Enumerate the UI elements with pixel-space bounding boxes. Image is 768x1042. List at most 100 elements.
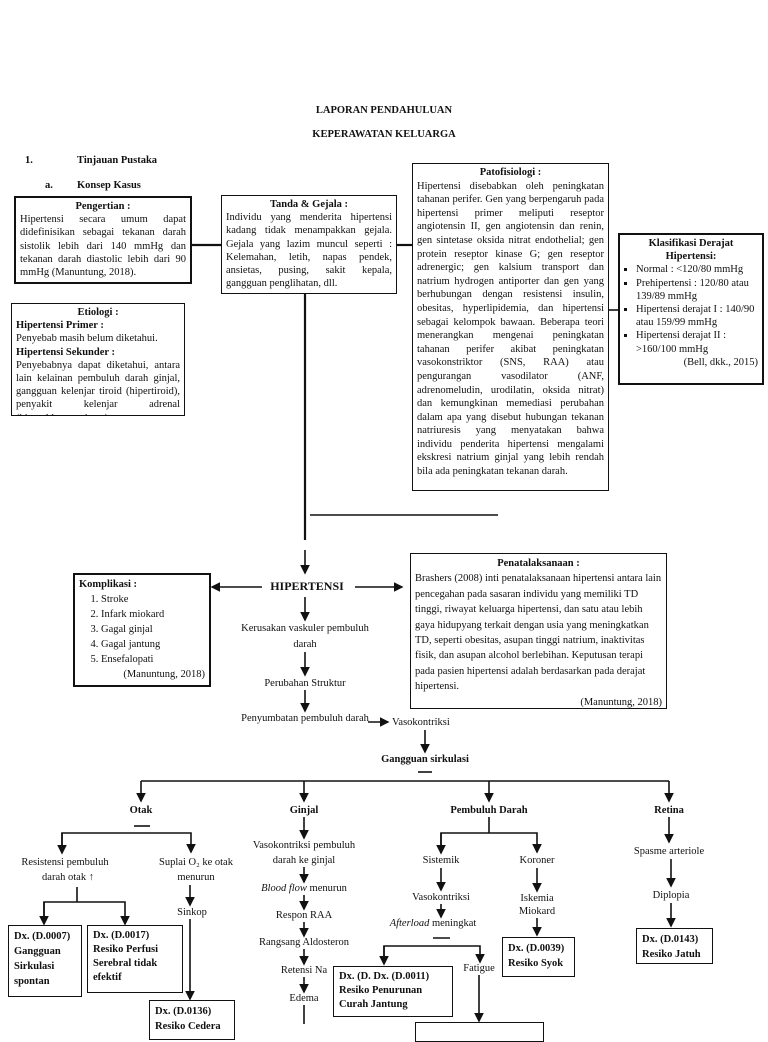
pengertian-box: Pengertian : Hipertensi secara umum dapa…: [14, 196, 192, 284]
penatalaksanaan-box: Penatalaksanaan : Brashers (2008) inti p…: [410, 553, 667, 709]
penatalaksanaan-title: Penatalaksanaan :: [497, 558, 580, 569]
tanda-gejala-box: Tanda & Gejala : Individu yang menderita…: [221, 195, 397, 294]
dx-label: Resiko Penurunan: [339, 985, 423, 996]
etiologi-box: Etiologi : Hipertensi Primer : Penyebab …: [11, 303, 185, 416]
afterload-italic: Afterload: [389, 918, 430, 929]
komplikasi-item: Gagal ginjal: [101, 622, 205, 637]
sekunder-text: Penyebabnya dapat diketahui, antara lain…: [16, 359, 180, 415]
ginjal-step: darah ke ginjal: [272, 855, 336, 866]
primer-text: Penyebab masih belum diketahui.: [16, 333, 158, 345]
iskemia: Iskemia: [520, 893, 554, 904]
dx-code: Dx. (D.0039): [508, 943, 565, 954]
pengertian-text: Hipertensi secara umum dapat didefinisik…: [20, 214, 186, 279]
komplikasi-item: Stroke: [101, 592, 205, 607]
dx-label: Sirkulasi: [14, 961, 55, 972]
section-title: Tinjauan Pustaka: [77, 155, 158, 166]
fatigue-dx-box: [415, 1022, 544, 1042]
dx-d0143-box: Dx. (D.0143) Resiko Jatuh: [636, 928, 713, 964]
penyumbatan: Penyumbatan pembuluh darah: [241, 713, 369, 724]
vasokontriksi: Vasokontriksi: [392, 717, 450, 728]
dx-code: Dx. (D.0007): [14, 931, 71, 942]
penatalaksanaan-source: (Manuntung, 2018): [580, 696, 662, 708]
ginjal-step: Rangsang Aldosteron: [258, 937, 350, 948]
dx-label: Resiko Jatuh: [642, 949, 701, 960]
resistensi: Resistensi pembuluh: [21, 857, 109, 868]
ginjal-step: Retensi Na: [280, 965, 328, 976]
dx-code: Dx. (D. Dx. (D.0011): [339, 971, 430, 982]
patofisiologi-text: Hipertensi disebabkan oleh peningkatan t…: [417, 180, 604, 478]
dx-d0136-box: Dx. (D.0136) Resiko Cedera: [149, 1000, 235, 1040]
spasme-arteriole: Spasme arteriole: [633, 846, 705, 857]
dx-code: Dx. (D.0017): [93, 930, 150, 941]
klasifikasi-source: (Bell, dkk., 2015): [683, 356, 758, 368]
klasifikasi-item: Prehipertensi : 120/80 atau 139/89 mmHg: [636, 277, 758, 303]
komplikasi-box: Komplikasi : Stroke Infark miokard Gagal…: [73, 573, 211, 687]
dx-label: Gangguan: [14, 946, 61, 957]
klasifikasi-item: Hipertensi derajat II : >160/100 mmHg: [636, 329, 758, 355]
ginjal-step: Vasokontriksi pembuluh: [252, 840, 356, 851]
subsection-title: Konsep Kasus: [77, 180, 141, 191]
blood-flow-rest: menurun: [309, 883, 347, 894]
iskemia-2: Miokard: [518, 906, 556, 917]
kerusakan-vaskuler-2: darah: [293, 639, 317, 650]
doc-subtitle: KEPERAWATAN KELUARGA: [312, 129, 456, 140]
pengertian-title: Pengertian :: [75, 201, 131, 212]
klasifikasi-item: Hipertensi derajat I : 140/90 atau 159/9…: [636, 303, 758, 329]
tanda-text: Individu yang menderita hipertensi kadan…: [226, 212, 392, 290]
vasokontriksi-sistemik: Vasokontriksi: [412, 892, 470, 903]
ginjal-heading: Ginjal: [289, 805, 319, 816]
etiologi-title: Etiologi :: [77, 307, 119, 318]
klasifikasi-title-1: Klasifikasi Derajat: [648, 238, 734, 249]
perubahan-struktur: Perubahan Struktur: [264, 678, 346, 689]
ginjal-step: Edema: [289, 993, 319, 1004]
komplikasi-item: Gagal jantung: [101, 637, 205, 652]
afterload: Afterload meningkat: [390, 917, 477, 930]
komplikasi-item: Ensefalopati: [101, 652, 205, 667]
sistemik: Sistemik: [422, 855, 460, 866]
patofisiologi-box: Patofisiologi : Hipertensi disebabkan ol…: [412, 163, 609, 491]
dx-d0039-box: Dx. (D.0039) Resiko Syok: [502, 937, 575, 977]
komplikasi-title: Komplikasi :: [79, 579, 138, 590]
koroner: Koroner: [519, 855, 555, 866]
patofisiologi-title: Patofisiologi :: [479, 167, 542, 178]
suplai-o2: Suplai O₂ ke otak: [159, 857, 233, 868]
dx-label: Resiko Cedera: [155, 1021, 221, 1032]
fatigue: Fatigue: [463, 963, 495, 974]
penatalaksanaan-text: Brashers (2008) inti penatalaksanaan hip…: [415, 573, 662, 693]
dx-label: Resiko Perfusi: [93, 944, 159, 955]
section-number: 1.: [25, 155, 33, 166]
suplai-o2-2: menurun: [177, 872, 215, 883]
blood-flow-italic: Blood flow: [261, 883, 307, 894]
retina-heading: Retina: [654, 805, 684, 816]
diplopia: Diplopia: [652, 890, 690, 901]
dx-label: spontan: [14, 976, 50, 987]
subsection-number: a.: [45, 180, 53, 191]
klasifikasi-item: Normal : <120/80 mmHg: [636, 263, 758, 276]
otak-heading: Otak: [129, 805, 153, 816]
pembuluh-heading: Pembuluh Darah: [450, 805, 528, 816]
ginjal-step: Blood flow menurun: [261, 882, 347, 895]
afterload-rest: meningkat: [431, 918, 477, 929]
primer-title: Hipertensi Primer :: [16, 320, 104, 332]
resistensi-2: darah otak ↑: [42, 872, 94, 883]
komplikasi-item: Infark miokard: [101, 607, 205, 622]
kerusakan-vaskuler: Kerusakan vaskuler pembuluh: [241, 623, 369, 634]
hipertensi-node: HIPERTENSI: [270, 579, 344, 593]
gangguan-sirkulasi: Gangguan sirkulasi: [381, 754, 469, 765]
tanda-title: Tanda & Gejala :: [269, 199, 349, 210]
dx-code: Dx. (D.0143): [642, 934, 699, 945]
sinkop: Sinkop: [177, 907, 207, 918]
dx-label: efektif: [93, 972, 122, 983]
doc-title: LAPORAN PENDAHULUAN: [315, 105, 453, 116]
dx-label: Resiko Syok: [508, 958, 564, 969]
dx-label: Curah Jantung: [339, 999, 408, 1010]
dx-code: Dx. (D.0136): [155, 1006, 212, 1017]
dx-label: Serebral tidak: [93, 958, 158, 969]
klasifikasi-title-2: Hipertensi:: [665, 251, 717, 263]
klasifikasi-box: Klasifikasi Derajat Hipertensi: Normal :…: [618, 233, 764, 385]
komplikasi-source: (Manuntung, 2018): [123, 669, 205, 680]
